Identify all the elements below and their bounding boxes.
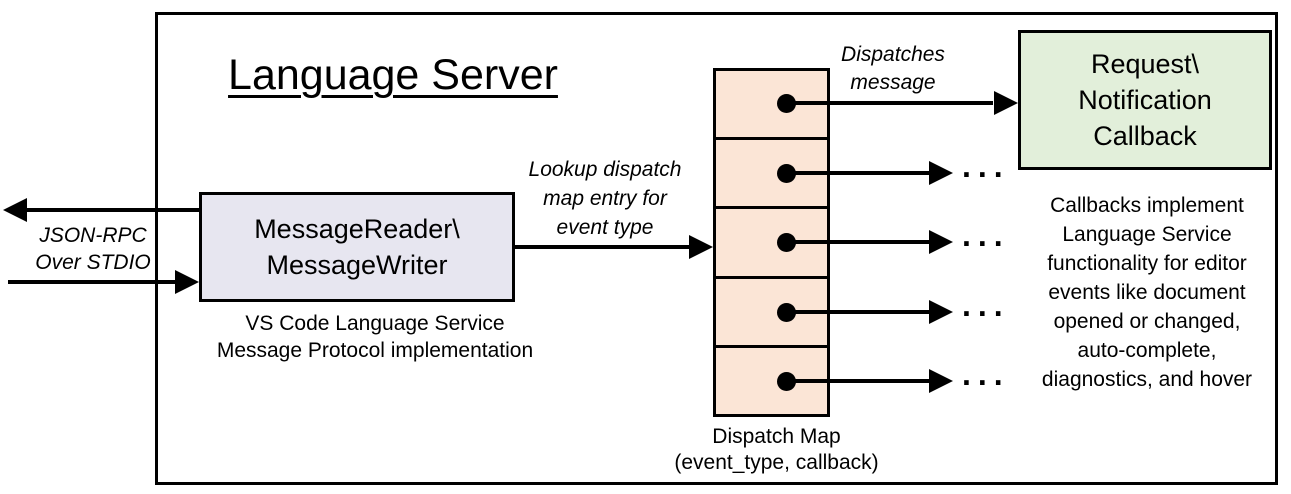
stdio-in-arrow-line	[8, 280, 176, 284]
lookup-arrowhead	[689, 235, 713, 259]
stdio-label: JSON-RPC Over STDIO	[18, 222, 168, 276]
ellipsis-4: ...	[962, 287, 1010, 323]
stdio-in-arrowhead	[175, 270, 199, 294]
dispatch-map-caption: Dispatch Map (event_type, callback)	[653, 424, 900, 476]
ellipsis-5: ...	[962, 356, 1010, 392]
dispatch-arrowhead-4	[929, 300, 953, 324]
stdio-out-arrowhead	[3, 198, 27, 222]
message-reader-writer-box: MessageReader\ MessageWriter	[199, 192, 515, 302]
dispatch-map	[713, 68, 830, 417]
dispatch-map-caption-line2: (event_type, callback)	[674, 451, 879, 474]
lookup-label-line3: event type	[556, 216, 654, 239]
callback-caption-line7: diagnostics, and hover	[1041, 368, 1253, 391]
reader-box-line1: MessageReader\	[254, 214, 460, 244]
language-server-boundary-box	[155, 12, 1278, 485]
dispatches-label-line2: message	[850, 71, 936, 94]
dispatches-label: Dispatches message	[818, 41, 968, 97]
dispatch-arrowhead-1	[994, 91, 1018, 115]
ellipsis-3: ...	[962, 217, 1010, 253]
reader-caption: VS Code Language Service Message Protoco…	[199, 310, 551, 364]
callback-caption-line3: functionality for editor	[1047, 252, 1247, 275]
callback-caption-line5: opened or changed,	[1053, 310, 1241, 333]
diagram-title: Language Server	[228, 51, 558, 99]
dispatches-label-line1: Dispatches	[841, 43, 945, 66]
dispatch-arrowhead-2	[929, 161, 953, 185]
dispatch-arrow-line-1	[786, 101, 993, 105]
stdio-label-line1: JSON-RPC	[39, 224, 147, 247]
dispatch-arrow-line-3	[786, 240, 930, 244]
lookup-label-line2: map entry for	[543, 187, 667, 210]
callback-caption-line2: Language Service	[1062, 223, 1232, 246]
lookup-arrow-line	[515, 245, 690, 249]
ellipsis-2: ...	[962, 148, 1010, 184]
callback-box-line1: Request\	[1090, 49, 1200, 79]
map-entry-dot-1	[777, 94, 796, 113]
map-entry-dot-4	[777, 303, 796, 322]
callback-box-line2: Notification	[1078, 85, 1212, 115]
callback-box-line3: Callback	[1093, 121, 1197, 151]
reader-caption-line1: VS Code Language Service	[245, 312, 505, 335]
reader-caption-line2: Message Protocol implementation	[216, 339, 534, 362]
dispatch-map-cell-3	[716, 209, 827, 279]
map-entry-dot-2	[777, 164, 796, 183]
dispatch-map-caption-line1: Dispatch Map	[712, 425, 841, 448]
map-entry-dot-3	[777, 233, 796, 252]
callback-caption-line4: events like document	[1048, 281, 1246, 304]
stdio-label-line2: Over STDIO	[35, 251, 151, 274]
map-entry-dot-5	[777, 372, 796, 391]
reader-box-line2: MessageWriter	[266, 250, 448, 280]
dispatch-arrow-line-5	[786, 379, 930, 383]
request-notification-callback-box: Request\ Notification Callback	[1018, 30, 1272, 170]
dispatch-map-cell-1	[716, 71, 827, 141]
dispatch-arrowhead-3	[929, 230, 953, 254]
lookup-label: Lookup dispatch map entry for event type	[510, 155, 700, 242]
dispatch-arrow-line-2	[786, 171, 930, 175]
callback-caption-line6: auto-complete,	[1077, 339, 1217, 362]
callback-caption-line1: Callbacks implement	[1050, 194, 1244, 217]
dispatch-arrow-line-4	[786, 310, 930, 314]
stdio-out-arrow-line	[25, 208, 199, 212]
lookup-label-line1: Lookup dispatch	[528, 158, 682, 181]
callback-caption: Callbacks implement Language Service fun…	[1012, 191, 1282, 394]
dispatch-arrowhead-5	[929, 369, 953, 393]
